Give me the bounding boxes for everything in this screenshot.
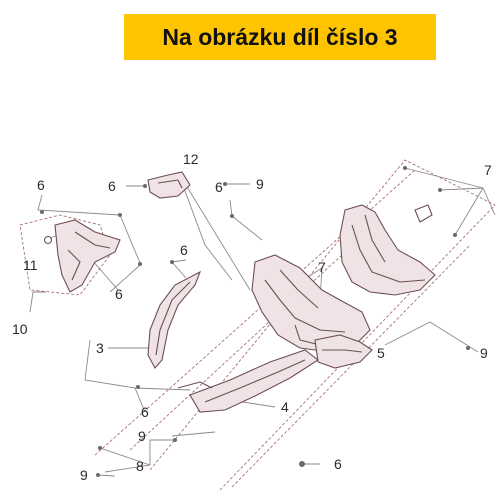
callout-6-bottom: 6 [334, 456, 342, 472]
callout-7-top-right: 7 [484, 162, 492, 178]
callout-9-top: 9 [256, 176, 264, 192]
callout-4: 4 [281, 399, 289, 415]
leader-lines [19, 159, 496, 491]
callout-6-top-left: 6 [37, 177, 45, 193]
callout-3: 3 [96, 340, 104, 356]
callout-9-right: 9 [480, 345, 488, 361]
part-5-lower-cover [314, 334, 373, 369]
part-front-cowl [251, 254, 371, 353]
callout-6-left-mid: 6 [115, 286, 123, 302]
callout-8: 8 [136, 458, 144, 474]
banner-title: Na obrázku díl číslo 3 [162, 23, 398, 50]
callout-6-lower-left: 6 [141, 404, 149, 420]
part-10-11-bracket [43, 219, 121, 293]
callout-9-bottom-left: 9 [80, 467, 88, 483]
title-banner: Na obrázku díl číslo 3 [124, 14, 436, 60]
callout-6-near-3: 6 [180, 242, 188, 258]
callout-11: 11 [23, 257, 38, 273]
callout-9-lower-left: 9 [138, 428, 146, 444]
callout-5: 5 [377, 345, 385, 361]
callout-7-center: 7 [318, 259, 326, 275]
callout-12: 12 [183, 151, 199, 167]
callout-6-near-12: 6 [108, 178, 116, 194]
screw-dots [40, 166, 470, 477]
part-4-floor-panel [177, 349, 319, 413]
part-3-side-panel [147, 270, 202, 369]
part-7-headlight-cowl [339, 204, 436, 296]
callout-labels: 6 12 6 6 9 7 6 11 6 10 7 3 5 9 6 4 9 8 9… [12, 151, 492, 483]
part-12-cover [147, 171, 191, 199]
callout-6-center-top: 6 [215, 179, 223, 195]
callout-10: 10 [12, 321, 28, 337]
